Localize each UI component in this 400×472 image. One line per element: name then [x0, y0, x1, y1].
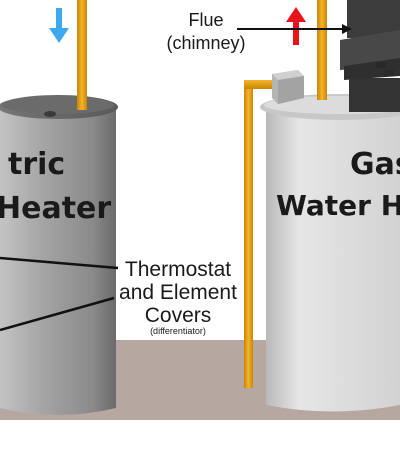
thermostat-leader-line-upper — [0, 256, 119, 270]
electric-lid-vent — [44, 111, 56, 117]
arrow-down-icon — [49, 8, 69, 43]
gas-relief-valve — [272, 70, 304, 104]
thermostat-leader-line-lower — [0, 296, 115, 332]
gas-heater-title-line1: Gas — [350, 147, 400, 182]
thermostat-label-note: (differentiator) — [150, 326, 206, 336]
thermostat-label-line1: Thermostat — [125, 258, 231, 281]
gas-top-pipe — [317, 0, 327, 100]
electric-inlet-pipe — [77, 0, 87, 110]
thermostat-label-line2: and Element — [119, 281, 237, 304]
electric-tank-body — [0, 107, 116, 415]
flue-leader-arrow — [237, 24, 352, 34]
electric-heater-title-line1: tric — [8, 147, 65, 182]
electric-heater-title-line2: Heater — [0, 191, 111, 226]
gas-tank-body — [266, 108, 400, 412]
electric-tank-top-inner — [2, 96, 114, 114]
flue-label-line2: (chimney) — [166, 33, 245, 53]
flue-chimney — [340, 0, 400, 112]
floor-white-band — [0, 420, 400, 472]
electric-water-heater: tric Heater — [0, 0, 118, 415]
gas-outlet-pipe-vertical — [244, 80, 253, 388]
thermostat-label-line3: Covers — [145, 304, 212, 327]
flue-label-line1: Flue — [188, 10, 223, 30]
gas-outlet-pipe-horizontal — [244, 80, 284, 89]
gas-heater-title-line2: Water H — [276, 189, 400, 222]
gas-water-heater: Gas Water H — [244, 0, 400, 412]
arrow-up-icon — [286, 7, 306, 45]
